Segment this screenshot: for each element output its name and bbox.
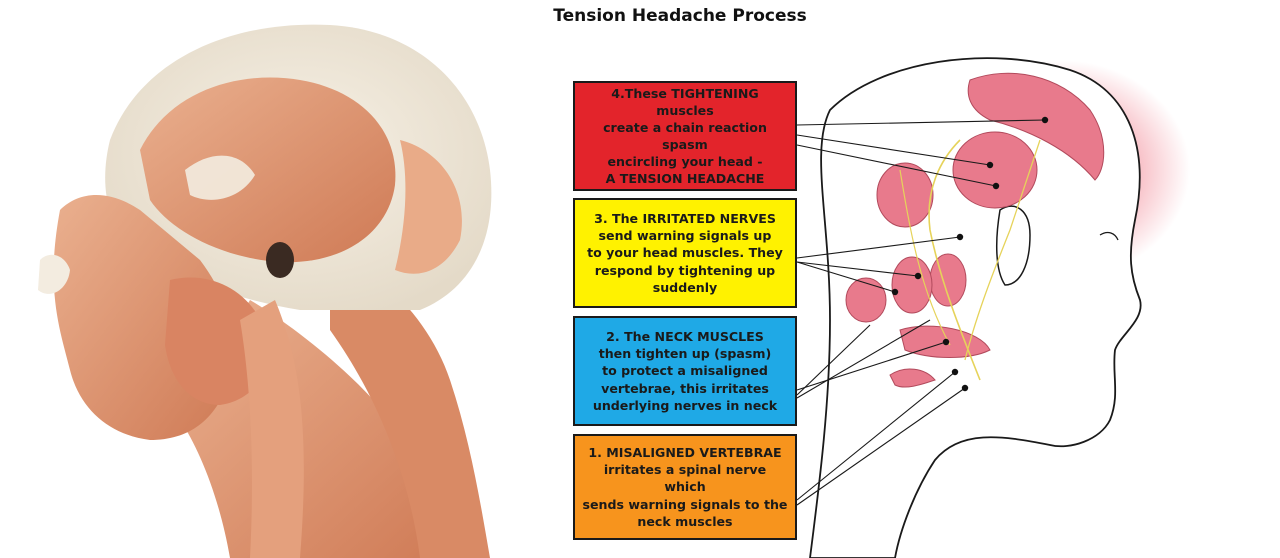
spasm-muscle-b xyxy=(876,162,934,228)
spasm-muscle-e xyxy=(845,277,887,323)
temporalis-muscle xyxy=(140,77,396,263)
leader-lines xyxy=(796,119,1046,506)
spasm-muscle-d xyxy=(891,256,933,314)
step-3-text: 3. The IRRITATED NERVES send warning sig… xyxy=(587,211,783,295)
spasm-muscle-c xyxy=(929,253,967,307)
nerve-line xyxy=(928,139,981,381)
leader-dots xyxy=(891,116,1049,392)
masseter-muscle xyxy=(165,277,268,405)
step-4-box: 4.These TIGHTENING muscles create a chai… xyxy=(573,81,797,191)
spasm-muscle-a xyxy=(952,131,1038,209)
vertebra xyxy=(889,368,936,388)
step-3-box: 3. The IRRITATED NERVES send warning sig… xyxy=(573,198,797,308)
scalp-muscle xyxy=(967,72,1105,181)
diagram-title: Tension Headache Process xyxy=(553,6,807,26)
step-1-box: 1. MISALIGNED VERTEBRAE irritates a spin… xyxy=(573,434,797,540)
step-1-text: 1. MISALIGNED VERTEBRAE irritates a spin… xyxy=(582,445,788,529)
ear-outline xyxy=(995,205,1031,286)
trapezius xyxy=(330,250,490,558)
occipital-muscle xyxy=(395,140,462,274)
sternocleidomastoid xyxy=(240,300,304,558)
step-2-box: 2. The NECK MUSCLES then tighten up (spa… xyxy=(573,316,797,426)
step-4-text: 4.These TIGHTENING muscles create a chai… xyxy=(603,85,767,187)
step-2-text: 2. The NECK MUSCLES then tighten up (spa… xyxy=(592,329,778,413)
